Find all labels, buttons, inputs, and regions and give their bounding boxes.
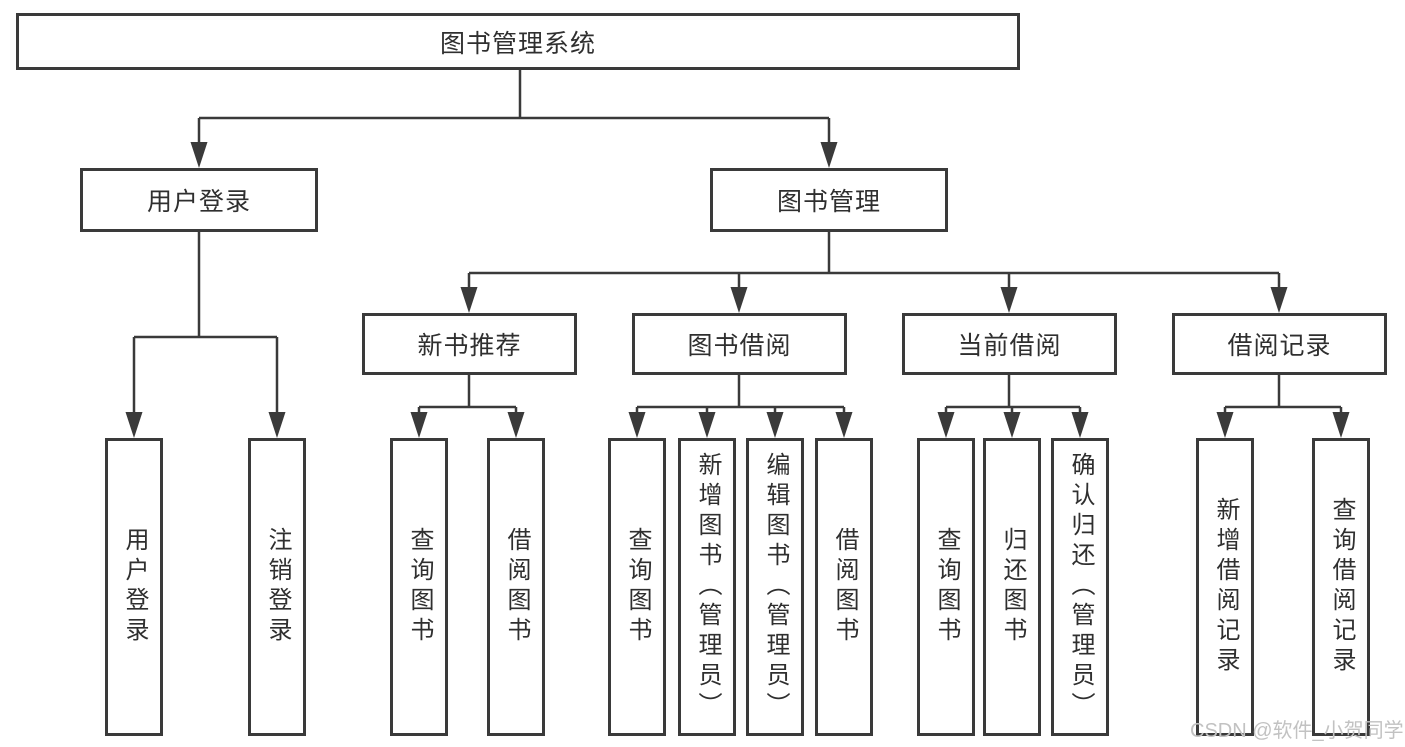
node-label: 新增借阅记录: [1212, 497, 1239, 677]
arrowhead-icon: [460, 287, 478, 313]
arrowhead-icon: [766, 412, 784, 438]
arrowhead-icon: [507, 412, 525, 438]
leaf-logout: 注销登录: [248, 438, 306, 736]
node-label: 当前借阅: [957, 332, 1062, 360]
leaf-query-borrow-record: 查询借阅记录: [1312, 438, 1370, 736]
node-current-borrow: 当前借阅: [902, 313, 1117, 375]
node-label: 借阅图书: [831, 527, 858, 647]
node-label: 查询借阅记录: [1328, 497, 1355, 677]
node-label: 新增图书（管理员）: [694, 452, 721, 722]
leaf-add-borrow-record: 新增借阅记录: [1196, 438, 1254, 736]
arrowhead-icon: [1332, 412, 1350, 438]
arrowhead-icon: [835, 412, 853, 438]
arrowhead-icon: [1071, 412, 1089, 438]
node-label: 编辑图书（管理员）: [762, 452, 789, 722]
node-label: 归还图书: [999, 527, 1026, 647]
node-label: 查询图书: [624, 527, 651, 647]
arrowhead-icon: [125, 412, 143, 438]
node-borrow-records: 借阅记录: [1172, 313, 1387, 375]
arrowhead-icon: [1270, 287, 1288, 313]
arrowhead-icon: [698, 412, 716, 438]
node-label: 借阅图书: [503, 527, 530, 647]
connector-book-management-to-level3: [460, 232, 1288, 313]
leaf-user-login: 用户登录: [105, 438, 163, 736]
node-label: 注销登录: [264, 527, 291, 647]
connector-borrow-records-to-leaves: [1216, 375, 1350, 438]
node-label: 借阅记录: [1227, 332, 1332, 360]
leaf-return-books: 归还图书: [983, 438, 1041, 736]
arrowhead-icon: [628, 412, 646, 438]
arrowhead-icon: [730, 287, 748, 313]
connector-line: [1223, 375, 1343, 414]
connector-line: [944, 375, 1082, 414]
arrowhead-icon: [410, 412, 428, 438]
connector-line: [635, 375, 846, 414]
arrowhead-icon: [820, 142, 838, 168]
leaf-query-books-recommend: 查询图书: [390, 438, 448, 736]
node-label: 用户登录: [121, 527, 148, 647]
arrowhead-icon: [190, 142, 208, 168]
node-label: 图书管理: [776, 188, 881, 216]
leaf-query-books-current: 查询图书: [917, 438, 975, 736]
node-new-book-recommend: 新书推荐: [362, 313, 577, 375]
leaf-add-book-admin: 新增图书（管理员）: [678, 438, 736, 736]
connector-line: [467, 232, 1281, 289]
node-user-login: 用户登录: [80, 168, 318, 232]
connector-current-borrow-to-leaves: [937, 375, 1089, 438]
arrowhead-icon: [268, 412, 286, 438]
node-label: 用户登录: [146, 188, 251, 216]
node-root: 图书管理系统: [16, 13, 1020, 70]
node-book-borrow: 图书借阅: [632, 313, 847, 375]
connector-line: [417, 375, 518, 414]
node-label: 图书管理系统: [439, 29, 596, 58]
connector-line: [132, 232, 279, 414]
node-label: 查询图书: [933, 527, 960, 647]
node-label: 新书推荐: [417, 332, 522, 360]
connector-new-book-recommend-to-leaves: [410, 375, 525, 438]
leaf-borrow-books: 借阅图书: [815, 438, 873, 736]
connector-user-login-to-leaves: [125, 232, 286, 438]
connector-book-borrow-to-leaves: [628, 375, 853, 438]
node-label: 图书借阅: [687, 332, 792, 360]
arrowhead-icon: [1000, 287, 1018, 313]
node-label: 确认归还（管理员）: [1067, 452, 1094, 722]
watermark-text: CSDN @软件_小贺同学: [1190, 720, 1404, 742]
arrowhead-icon: [1003, 412, 1021, 438]
leaf-edit-book-admin: 编辑图书（管理员）: [746, 438, 804, 736]
connector-root-to-level2: [190, 70, 838, 168]
leaf-query-books-borrow: 查询图书: [608, 438, 666, 736]
node-book-management: 图书管理: [710, 168, 948, 232]
connector-line: [197, 70, 831, 144]
arrowhead-icon: [937, 412, 955, 438]
leaf-borrow-books-recommend: 借阅图书: [487, 438, 545, 736]
arrowhead-icon: [1216, 412, 1234, 438]
leaf-confirm-return-admin: 确认归还（管理员）: [1051, 438, 1109, 736]
node-label: 查询图书: [406, 527, 433, 647]
